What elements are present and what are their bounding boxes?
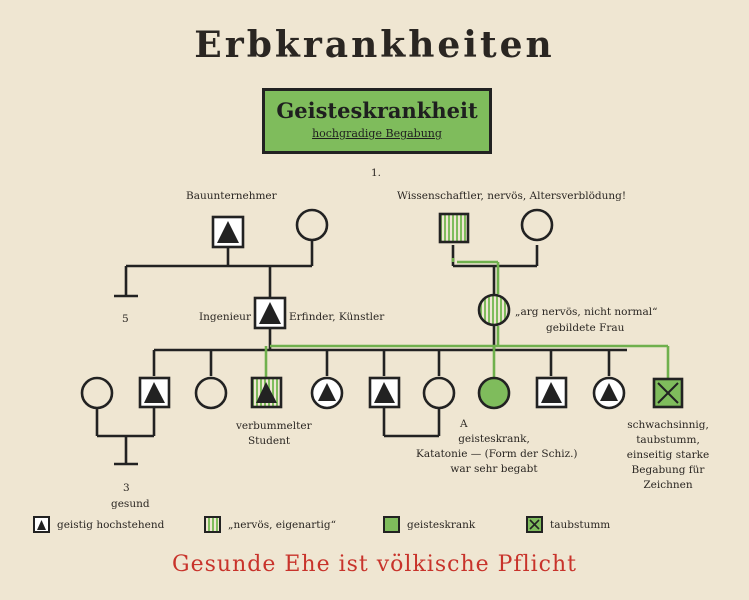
nervous-wife-symbol — [477, 293, 511, 327]
child-8-symbol — [592, 376, 626, 410]
poster-title: Erbkrankheiten — [194, 24, 555, 66]
engineer-symbol — [253, 296, 287, 330]
child-4-symbol — [310, 376, 344, 410]
condition-heading: Geisteskrankheit — [276, 98, 478, 123]
legend-label-geisteskrank: geisteskrank — [407, 519, 476, 531]
label-count-3: 3 — [123, 482, 130, 494]
deaf-son-symbol — [652, 377, 684, 409]
label-bauunternehmer: Bauunternehmer — [186, 190, 277, 202]
legend-label-hochstehend: geistig hochstehend — [57, 519, 165, 531]
child-7-symbol — [535, 376, 568, 409]
label-gebildete-frau: gebildete Frau — [546, 322, 625, 334]
label-geisteskrank-line-1: geisteskrank, — [458, 433, 530, 445]
legend-label-taubstumm: taubstumm — [550, 519, 611, 531]
condition-box: Geisteskrankheit hochgradige Begabung — [262, 88, 492, 154]
label-wissenschaftler: Wissenschaftler, nervös, Altersverblödun… — [397, 190, 627, 202]
child-1-symbol — [138, 376, 171, 409]
legend-geisteskrank-icon — [383, 516, 400, 533]
label-geisteskrank: geisteskrank, Katatonie — (Form der Schi… — [416, 432, 578, 477]
label-student-line-2: Student — [247, 435, 291, 447]
label-student: verbummelter Student — [236, 419, 312, 449]
label-geisteskrank-line-2: Katatonie — (Form der Schiz.) — [416, 448, 578, 460]
label-ingenieur: Ingenieur — [199, 311, 251, 323]
legend-nervoes-icon — [204, 516, 221, 533]
condition-subheading: hochgradige Begabung — [312, 127, 442, 140]
builder-wife-symbol — [295, 208, 329, 242]
label-a-marker: A — [460, 418, 468, 430]
label-schwach-line-5: Zeichnen — [643, 479, 693, 491]
legend-taubstumm-icon — [526, 516, 543, 533]
label-schwach-line-4: Begabung für — [631, 464, 705, 476]
label-schwachsinnig: schwachsinnig, taubstumm, einseitig star… — [620, 418, 716, 493]
label-student-line-1: verbummelter — [236, 420, 312, 432]
label-gesund: gesund — [111, 498, 150, 510]
legend-hochstehend-icon — [33, 516, 50, 533]
child-5-spouse-symbol — [422, 376, 456, 410]
label-count-5: 5 — [122, 313, 129, 325]
generation-number: 1. — [371, 167, 382, 179]
schizophrenic-daughter-symbol — [477, 376, 511, 410]
builder-symbol — [211, 215, 245, 249]
student-symbol — [250, 376, 283, 409]
footer-slogan: Gesunde Ehe ist völkische Pflicht — [172, 552, 577, 577]
scientist-symbol — [438, 212, 470, 244]
child-2-symbol — [194, 376, 228, 410]
scientist-wife-symbol — [520, 208, 554, 242]
black-connection-lines — [95, 232, 627, 466]
legend-label-nervoes: „nervös, eigenartig“ — [228, 519, 336, 531]
label-schwach-line-3: einseitig starke — [626, 449, 710, 461]
label-schwach-line-1: schwachsinnig, — [627, 419, 709, 431]
child-spouse-symbol — [80, 376, 114, 410]
label-erfinder: Erfinder, Künstler — [289, 311, 385, 323]
label-schwach-line-2: taubstumm, — [636, 434, 700, 446]
label-geisteskrank-line-3: war sehr begabt — [450, 463, 538, 475]
child-5-symbol — [368, 376, 401, 409]
green-inheritance-lines — [264, 258, 670, 379]
label-arg-nervoes: „arg nervös, nicht normal“ — [515, 306, 658, 318]
